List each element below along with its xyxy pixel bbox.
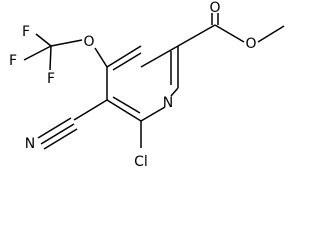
atom-label-f-left: F — [9, 53, 17, 69]
atom-label-ester-o: O — [245, 36, 256, 52]
bond-c-carbonyl — [177, 24, 216, 47]
bond-nitrile-triple-2 — [40, 123, 75, 145]
atom-label-nitrile-n: N — [25, 136, 35, 152]
bond-ring-c6-c5-inner — [112, 96, 141, 114]
bond-ring-c6-c5 — [106, 99, 142, 122]
bond-ring-c1-c2-inner — [112, 52, 142, 71]
bond-carbonyl-oester — [214, 24, 245, 43]
atom-label-cl: Cl — [134, 154, 148, 170]
bond-oester-methyl — [257, 25, 285, 43]
bond-cf3-f3 — [23, 45, 52, 61]
bond-ring-n1-c6 — [140, 106, 166, 122]
bond-ring-nitrile-c — [73, 99, 108, 121]
bond-ring-oxygen — [94, 47, 108, 68]
atom-label-ring-n: N — [163, 95, 173, 111]
bond-cf3-f1 — [35, 33, 52, 47]
bond-ring-c4-n1 — [170, 87, 179, 97]
bond-nitrile-triple-1 — [37, 117, 72, 139]
bond-cf3-f2 — [49, 45, 52, 71]
bond-nitrile-triple-3 — [43, 128, 78, 150]
bond-ring-c1-c2 — [106, 45, 142, 68]
atom-label-f-top: F — [22, 24, 30, 40]
bond-oxygen-cf3 — [50, 39, 83, 47]
atom-label-f-bottom: F — [47, 71, 55, 87]
bond-ring-c2-c3 — [140, 45, 179, 68]
chemical-structure-diagram: N Cl N O F F F O O — [9, 0, 285, 170]
atom-label-carbonyl-o: O — [209, 0, 220, 16]
atom-label-ether-o: O — [83, 34, 94, 50]
